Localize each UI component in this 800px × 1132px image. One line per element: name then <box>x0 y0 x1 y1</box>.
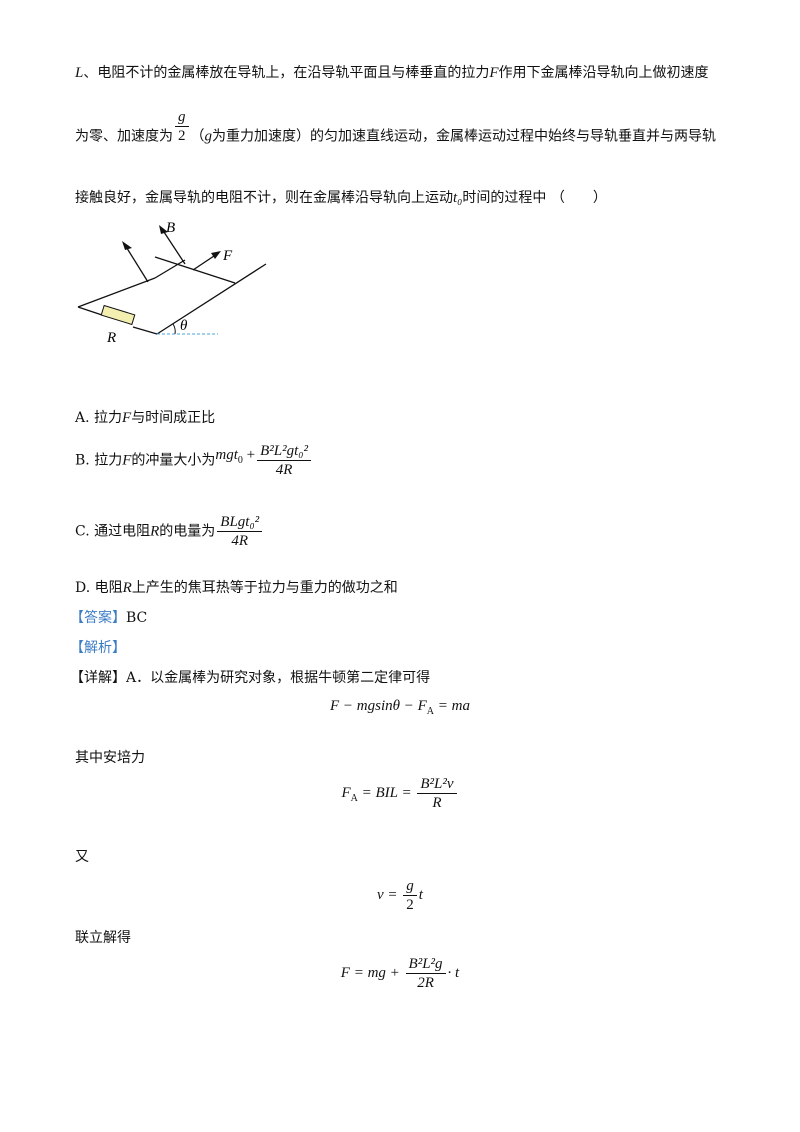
expr: mgt <box>215 446 238 463</box>
var-t0: t₀ <box>453 190 463 206</box>
var-g: g <box>204 128 213 145</box>
numerator: B²L²gt₀² <box>257 442 311 461</box>
eq-part: t <box>418 886 423 903</box>
denominator: 4R <box>275 462 293 478</box>
option-d: D. 电阻R上产生的焦耳热等于拉力与重力的做功之和 <box>75 578 398 598</box>
eq-part: · t <box>447 964 460 981</box>
text: 拉力 <box>94 452 123 469</box>
numerator: B²L²g <box>405 955 446 974</box>
text: 时间的过程中 （ ） <box>462 190 607 206</box>
text: 接触良好，金属导轨的电阻不计，则在金属棒沿导轨向上运动 <box>75 190 453 206</box>
eq-part: v = <box>377 886 402 903</box>
eq-part: F <box>341 784 351 801</box>
var-L: L <box>75 65 84 81</box>
var: F <box>122 410 132 426</box>
subscript: A <box>350 792 358 804</box>
text: 的冲量大小为 <box>131 452 216 469</box>
option-label: A. <box>75 410 90 426</box>
detail-intro: 【详解】A．以金属棒为研究对象，根据牛顿第二定律可得 <box>70 668 430 688</box>
label-F: F <box>222 248 233 264</box>
denominator: 2R <box>417 975 434 991</box>
eq-part: = BIL = <box>357 784 416 801</box>
answer-tag: 【答案】 <box>70 610 126 626</box>
analysis-tag: 【解析】 <box>70 640 126 656</box>
text: 通过电阻 <box>94 523 151 540</box>
resistor <box>100 304 136 326</box>
option-label: C. <box>75 523 90 540</box>
var: R <box>150 523 160 540</box>
text: 作用下金属棒沿导轨向上做初速度 <box>498 65 709 81</box>
option-label: D. <box>75 580 91 596</box>
answer: 【答案】BC <box>70 608 147 628</box>
numerator: g <box>175 108 189 127</box>
text: 与时间成正比 <box>131 410 216 426</box>
analysis: 【解析】 <box>70 638 126 658</box>
text: 拉力 <box>94 410 123 426</box>
var-F: F <box>489 65 499 81</box>
denominator: 2 <box>406 897 414 913</box>
text: （ <box>190 128 205 145</box>
label-theta: θ <box>180 318 188 334</box>
question-line-1: L、电阻不计的金属棒放在导轨上，在沿导轨平面且与棒垂直的拉力F作用下金属棒沿导轨… <box>75 63 709 83</box>
denominator: R <box>432 795 442 811</box>
answer-value: BC <box>126 610 148 626</box>
denominator: 4R <box>231 533 249 549</box>
numerator: g <box>403 877 417 896</box>
var: F <box>122 452 132 469</box>
text: A．以金属棒为研究对象，根据牛顿第二定律可得 <box>126 670 431 686</box>
label-B: B <box>166 220 175 236</box>
text: 电阻 <box>94 580 123 596</box>
text: 为重力加速度）的匀加速直线运动，金属棒运动过程中始终与导轨垂直并与两导轨 <box>212 128 716 145</box>
subscript: 0 <box>237 454 243 466</box>
question-line-3: 接触良好，金属导轨的电阻不计，则在金属棒沿导轨向上运动t₀时间的过程中 （ ） <box>75 188 607 208</box>
numerator: B²L²v <box>417 775 457 794</box>
detail-tag: 【详解】 <box>70 670 126 686</box>
text: 又 <box>75 849 89 865</box>
label-R: R <box>106 330 116 346</box>
option-a: A. 拉力F与时间成正比 <box>75 408 215 428</box>
rail-diagram: B F R θ <box>77 220 267 346</box>
eq-part: = ma <box>434 698 470 714</box>
eq-part: F = mg + <box>340 964 404 981</box>
equation-1: F − mgsinθ − FA = ma <box>0 698 800 717</box>
subscript: A <box>426 706 435 717</box>
plus: + <box>246 446 256 463</box>
text: 上产生的焦耳热等于拉力与重力的做功之和 <box>131 580 398 596</box>
denominator: 2 <box>178 128 186 144</box>
var: R <box>122 580 132 596</box>
option-label: B. <box>75 452 90 469</box>
text: 为零、加速度为 <box>75 128 173 145</box>
text: 联立解得 <box>75 930 131 946</box>
text: 其中安培力 <box>75 750 145 766</box>
text: 的电量为 <box>159 523 216 540</box>
text: 、电阻不计的金属棒放在导轨上，在沿导轨平面且与棒垂直的拉力 <box>83 65 490 81</box>
numerator: BLgt₀² <box>217 513 263 532</box>
eq-part: F − mgsinθ − F <box>330 698 427 714</box>
